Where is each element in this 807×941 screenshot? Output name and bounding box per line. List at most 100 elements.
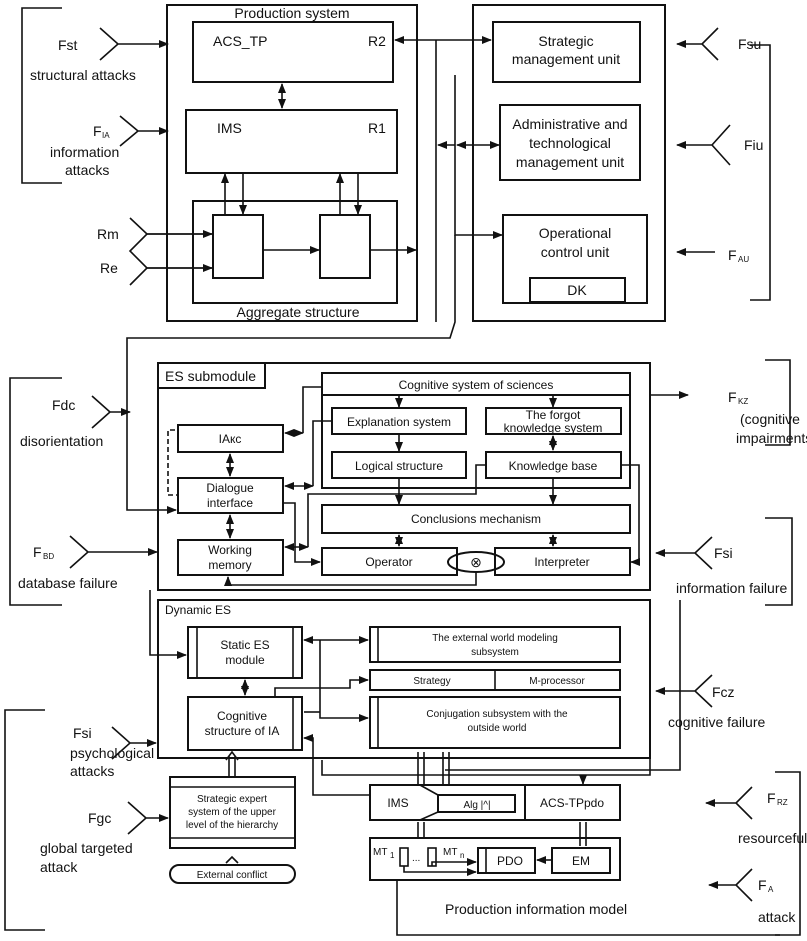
force-fau: F bbox=[728, 247, 737, 263]
mtn-sub: n bbox=[460, 851, 464, 860]
operator: Operator bbox=[365, 555, 412, 569]
acs-tp-label: ACS_TP bbox=[213, 33, 267, 49]
force-fau-sub: AU bbox=[738, 255, 749, 264]
bracket bbox=[765, 517, 793, 606]
label-impairments: impairments) bbox=[736, 430, 807, 446]
working-2: memory bbox=[208, 558, 251, 572]
force-group-middle: Fdc disorientation F BD database failure… bbox=[9, 359, 807, 606]
conjugation-2: outside world bbox=[468, 723, 527, 734]
aggregate-structure-box bbox=[192, 200, 398, 304]
force-fsu: Fsu bbox=[738, 36, 761, 52]
bracket bbox=[750, 44, 771, 301]
management-block: Strategic management unit Administrative… bbox=[126, 4, 666, 514]
force-frz-sub: RZ bbox=[777, 798, 788, 807]
strategy: Strategy bbox=[413, 676, 450, 687]
input-rm: Rm bbox=[97, 226, 119, 242]
logical-structure: Logical structure bbox=[355, 459, 443, 473]
es-submodule-title: ES submodule bbox=[165, 368, 256, 384]
label-information: information bbox=[50, 144, 119, 160]
cognitive-ia-1: Cognitive bbox=[217, 709, 267, 723]
force-group-top-left: Fst structural attacks F IA information … bbox=[21, 7, 213, 286]
production-system-title: Production system bbox=[234, 5, 349, 21]
strategic-expert-1: Strategic expert bbox=[197, 794, 267, 805]
dialogue-1: Dialogue bbox=[206, 481, 254, 495]
dk-box bbox=[529, 277, 626, 303]
mtn: MT bbox=[443, 847, 457, 858]
cognitive-ia-2: structure of IA bbox=[205, 724, 280, 738]
force-fsi-psych: Fsi bbox=[73, 725, 92, 741]
operational-label-1: Operational bbox=[539, 225, 611, 241]
label-structural-attacks: structural attacks bbox=[30, 67, 136, 83]
strategic-label-2: management unit bbox=[512, 51, 620, 67]
antenna-arrow-fst bbox=[99, 27, 168, 61]
forgot-knowledge-2: knowledge system bbox=[504, 421, 603, 435]
input-forks bbox=[128, 217, 213, 286]
strategic-label-1: Strategic bbox=[538, 33, 593, 49]
label-database-failure: database failure bbox=[18, 575, 118, 591]
knowledge-base: Knowledge base bbox=[509, 459, 598, 473]
static-es-1: Static ES bbox=[220, 638, 269, 652]
force-group-top-right: Fsu Fiu F AU bbox=[677, 27, 771, 301]
external-conflict bbox=[169, 864, 296, 884]
ims-acs-block bbox=[369, 784, 621, 821]
strategic-management-unit bbox=[492, 21, 641, 83]
bracket bbox=[765, 359, 791, 446]
r2-label: R2 bbox=[368, 33, 386, 49]
admin-label-1: Administrative and bbox=[512, 116, 627, 132]
label-global-attack: attack bbox=[40, 859, 78, 875]
force-fdc: Fdc bbox=[52, 397, 75, 413]
antenna-arrow-fia bbox=[119, 115, 168, 147]
administrative-management-unit bbox=[499, 104, 641, 181]
label-information-failure: information failure bbox=[676, 580, 787, 596]
mt-pdo-block bbox=[369, 837, 621, 881]
es-submodule: ES submodule Cognitive system of science… bbox=[157, 362, 651, 591]
pdo: PDO bbox=[497, 854, 523, 868]
force-fkz-sub: KZ bbox=[738, 397, 748, 406]
aggregate-label: Aggregate structure bbox=[237, 304, 360, 320]
force-fkz: F bbox=[728, 389, 737, 405]
r1-label: R1 bbox=[368, 120, 386, 136]
conjugation-1: Conjugation subsystem with the bbox=[426, 709, 568, 720]
force-fsi: Fsi bbox=[714, 545, 733, 561]
force-fiu: Fiu bbox=[744, 137, 763, 153]
ellipsis: ... bbox=[412, 853, 420, 864]
admin-label-2: technological bbox=[529, 135, 611, 151]
cognitive-system-label: Cognitive system of sciences bbox=[399, 378, 554, 392]
acs-tp-box bbox=[192, 21, 394, 83]
label-cognitive-failure: cognitive failure bbox=[668, 714, 765, 730]
ims-label: IMS bbox=[217, 120, 242, 136]
mt1: MT bbox=[373, 847, 387, 858]
force-fa-sub: A bbox=[768, 885, 774, 894]
label-attacks: attacks bbox=[65, 162, 109, 178]
force-fgc: Fgc bbox=[88, 810, 111, 826]
iakc: IAкс bbox=[219, 432, 242, 446]
aggregate-unit-1 bbox=[212, 214, 264, 279]
bracket bbox=[775, 771, 801, 936]
m-processor: M-processor bbox=[529, 676, 585, 687]
combiner-icon: ⊗ bbox=[470, 554, 482, 570]
dynamic-es: Dynamic ES Static ES module The external… bbox=[149, 590, 651, 759]
acs-tppdo: ACS-TPpdo bbox=[540, 796, 604, 810]
bottom-blocks: Strategic expert system of the upper lev… bbox=[169, 600, 780, 936]
aggregate-unit-2 bbox=[319, 214, 371, 279]
ims-box bbox=[185, 109, 398, 174]
strategic-expert-3: level of the hierarchy bbox=[186, 820, 278, 831]
label-attack: attack bbox=[758, 909, 796, 925]
dk-label: DK bbox=[567, 282, 587, 298]
explanation-system: Explanation system bbox=[347, 415, 451, 429]
label-disorientation: disorientation bbox=[20, 433, 103, 449]
force-fa: F bbox=[758, 877, 767, 893]
strategic-expert-system bbox=[169, 776, 296, 849]
dialogue-2: interface bbox=[207, 496, 253, 510]
strategic-expert-2: system of the upper bbox=[188, 807, 276, 818]
force-fbd-sub: BD bbox=[43, 552, 54, 561]
alg: Alg |^| bbox=[463, 800, 490, 811]
bracket bbox=[21, 7, 62, 184]
production-system: Production system ACS_TP R2 IMS R1 Aggre… bbox=[147, 4, 418, 322]
mt1-sub: 1 bbox=[390, 851, 395, 860]
bracket bbox=[4, 709, 45, 931]
static-es-2: module bbox=[225, 653, 265, 667]
label-psych-attacks: attacks bbox=[70, 763, 114, 779]
bottom-ims: IMS bbox=[387, 796, 408, 810]
